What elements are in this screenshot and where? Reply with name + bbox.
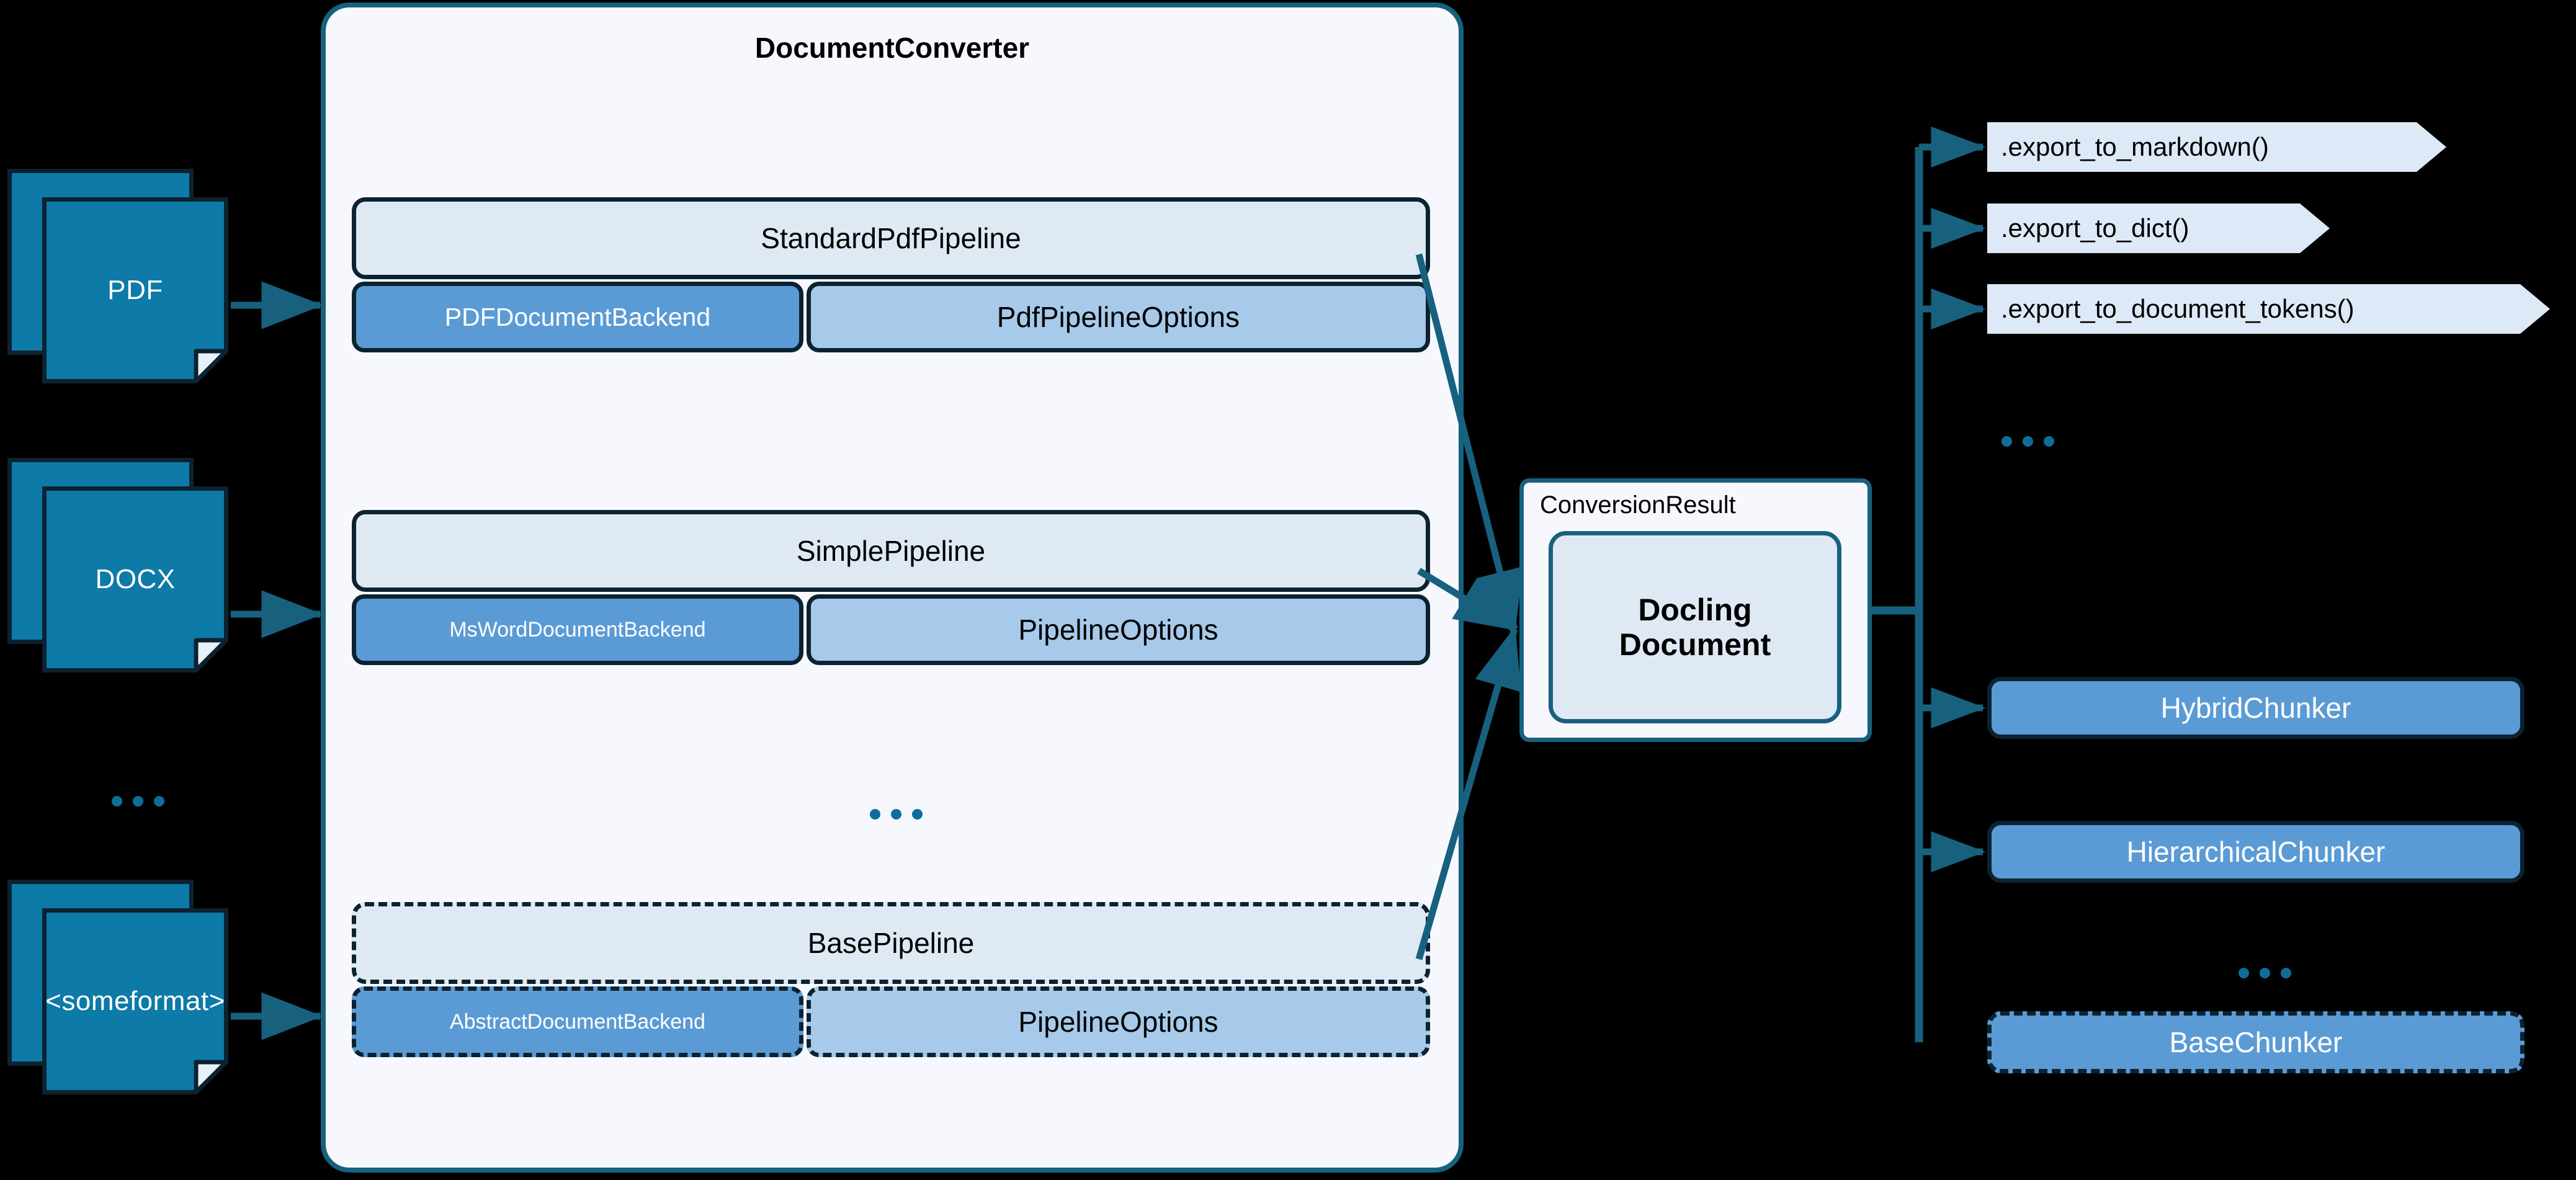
input-document-label: PDF [107, 275, 163, 306]
input-document-pdf[interactable]: PDF [7, 169, 231, 386]
exports-ellipsis [2001, 436, 2054, 447]
pipeline-group-simple[interactable]: SimplePipeline MsWordDocumentBackend Pip… [352, 510, 1430, 665]
pipeline-group-base[interactable]: BasePipeline AbstractDocumentBackend Pip… [352, 902, 1430, 1057]
chunker-base[interactable]: BaseChunker [1987, 1011, 2525, 1073]
document-front-sheet [42, 197, 228, 383]
input-document-label-line2: format> [129, 986, 225, 1017]
chunker-hierarchical-label: HierarchicalChunker [2126, 836, 2386, 868]
input-document-docx[interactable]: DOCX [7, 458, 231, 675]
chunker-base-label: BaseChunker [2169, 1026, 2343, 1058]
pipeline-options-pdf[interactable]: PdfPipelineOptions [806, 282, 1430, 352]
docling-document-line1: Docling [1638, 592, 1752, 627]
pipelines-ellipsis [870, 809, 923, 820]
export-dict-label: .export_to_dict() [2001, 213, 2189, 243]
pipeline-backend-msword[interactable]: MsWordDocumentBackend [352, 594, 803, 665]
document-front-sheet [42, 486, 228, 673]
export-document-tokens-label: .export_to_document_tokens() [2001, 294, 2355, 323]
export-markdown-label: .export_to_markdown() [2001, 132, 2269, 161]
pipeline-header-base[interactable]: BasePipeline [352, 902, 1430, 984]
document-front-sheet [42, 908, 228, 1094]
pipeline-backend-abstract[interactable]: AbstractDocumentBackend [352, 986, 803, 1057]
conversion-result-container: ConversionResult Docling Document [1519, 478, 1872, 742]
input-document-label: <some format> [42, 908, 228, 1094]
chunker-hybrid[interactable]: HybridChunker [1987, 677, 2525, 739]
docling-document-box[interactable]: Docling Document [1549, 531, 1841, 723]
pipeline-backend-pdf[interactable]: PDFDocumentBackend [352, 282, 803, 352]
input-documents-ellipsis [112, 796, 164, 807]
input-document-other-format[interactable]: <some format> [7, 880, 231, 1097]
pipeline-header-simple[interactable]: SimplePipeline [352, 510, 1430, 592]
export-markdown-chevron[interactable]: .export_to_markdown() [1987, 122, 2446, 172]
input-document-label: DOCX [95, 564, 176, 595]
pipeline-header-standard-pdf[interactable]: StandardPdfPipeline [352, 197, 1430, 279]
docling-document-line2: Document [1619, 627, 1771, 662]
conversion-result-label: ConversionResult [1540, 491, 1736, 519]
input-document-label-line1: <some [45, 986, 130, 1017]
document-converter-title: DocumentConverter [754, 32, 1030, 64]
export-dict-chevron[interactable]: .export_to_dict() [1987, 203, 2330, 253]
pipeline-options-simple[interactable]: PipelineOptions [806, 594, 1430, 665]
pipeline-options-base[interactable]: PipelineOptions [806, 986, 1430, 1057]
pipeline-group-standard-pdf[interactable]: StandardPdfPipeline PDFDocumentBackend P… [352, 197, 1430, 352]
chunkers-ellipsis [2238, 968, 2291, 978]
export-document-tokens-chevron[interactable]: .export_to_document_tokens() [1987, 284, 2550, 334]
chunker-hierarchical[interactable]: HierarchicalChunker [1987, 821, 2525, 883]
document-converter-container: DocumentConverter StandardPdfPipeline PD… [321, 2, 1464, 1173]
chunker-hybrid-label: HybridChunker [2160, 692, 2351, 724]
